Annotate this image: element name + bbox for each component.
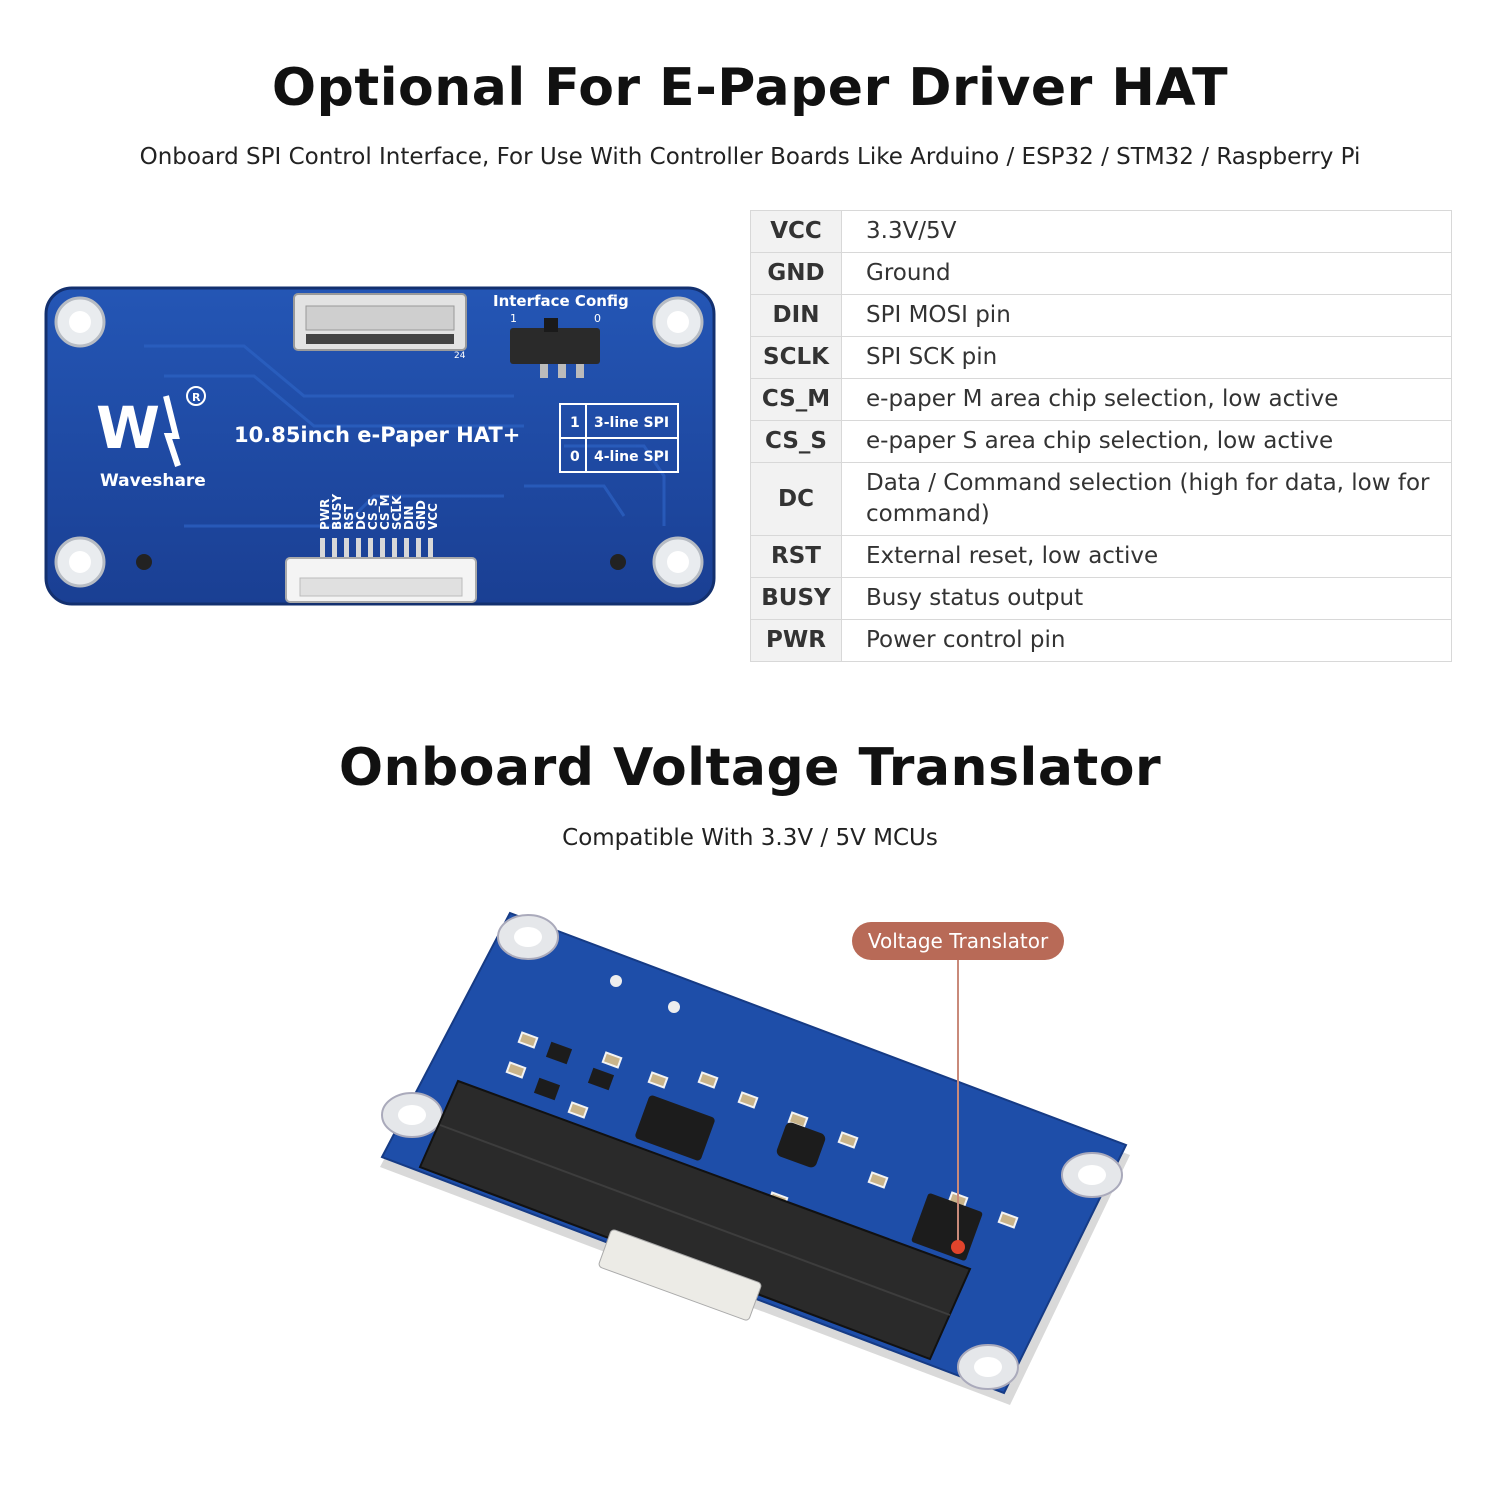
pin-description: Busy status output [841,577,1452,620]
svg-text:VCC: VCC [426,503,440,530]
pin-name: CS_M [750,378,842,421]
slide-switch [510,318,600,378]
section-subtitle-spi: Onboard SPI Control Interface, For Use W… [139,144,1361,170]
pin-name: PWR [750,619,842,662]
spi-row-0-value: 0 [570,449,580,465]
svg-text:BUSY: BUSY [330,493,344,530]
pin-labels: PWR BUSY RST DC CS_S CS_M SCLK DIN GND V… [318,493,440,530]
mounting-holes [54,296,704,588]
section-subtitle-mcu-compat: Compatible With 3.3V / 5V MCUs [562,825,938,851]
pin-description: External reset, low active [841,535,1452,578]
pin-description: e-paper M area chip selection, low activ… [841,378,1452,421]
pin-description: SPI MOSI pin [841,294,1452,337]
brand-name: Waveshare [100,471,206,491]
svg-text:DIN: DIN [402,506,416,530]
spi-row-1-value: 1 [570,415,580,431]
connector-pin-label: 24 [454,351,466,361]
pin-header-connector [285,538,477,603]
section-title-epaper-driver: Optional For E-Paper Driver HAT [271,58,1229,118]
pin-name: DIN [750,294,842,337]
svg-text:R: R [192,391,201,404]
svg-text:RST: RST [342,503,356,530]
svg-text:GND: GND [414,500,428,530]
voltage-translator-callout: Voltage Translator [852,922,1064,960]
interface-config-label: Interface Config [493,292,629,310]
section-title-voltage-translator: Onboard Voltage Translator [338,738,1162,798]
callout-pointer-dot [951,1240,965,1254]
pin-description: SPI SCK pin [841,336,1452,379]
board2-mounting-holes [381,914,1123,1390]
svg-text:DC: DC [354,511,368,530]
svg-text:PWR: PWR [318,499,332,530]
svg-text:SCLK: SCLK [390,495,404,530]
pin-description: Data / Command selection (high for data,… [841,462,1452,536]
pin-description: Ground [841,252,1452,295]
pin-name: CS_S [750,420,842,463]
pin-name: BUSY [750,577,842,620]
pin-name: VCC [750,210,842,253]
gpio-pin-header [418,1079,972,1361]
switch-1-label: 1 [510,312,517,325]
pin-description: Power control pin [841,619,1452,662]
svg-text:W: W [96,394,160,462]
pin-name: GND [750,252,842,295]
smd-components [505,1031,1019,1229]
svg-text:CS_M: CS_M [378,494,393,530]
voltage-translator-board-image [380,911,1130,1405]
spi-row-1-mode: 3-line SPI [594,415,669,431]
svg-text:CS_S: CS_S [366,498,381,530]
pin-name: SCLK [750,336,842,379]
epaper-hat-board-image: 24 Interface Config 1 0 W R Waveshare 10… [44,286,716,606]
waveshare-logo: W R Waveshare [96,386,206,491]
switch-0-label: 0 [594,312,601,325]
fpc-connector [293,293,467,351]
pin-name: DC [750,462,842,536]
spi-row-0-mode: 4-line SPI [594,449,669,465]
callout-pointer-line [957,960,959,1248]
ics [533,1041,983,1261]
pin-description: 3.3V/5V [841,210,1452,253]
spi-mode-table [559,403,679,473]
pin-name: RST [750,535,842,578]
product-name: 10.85inch e-Paper HAT+ [234,423,520,447]
pin-description: e-paper S area chip selection, low activ… [841,420,1452,463]
